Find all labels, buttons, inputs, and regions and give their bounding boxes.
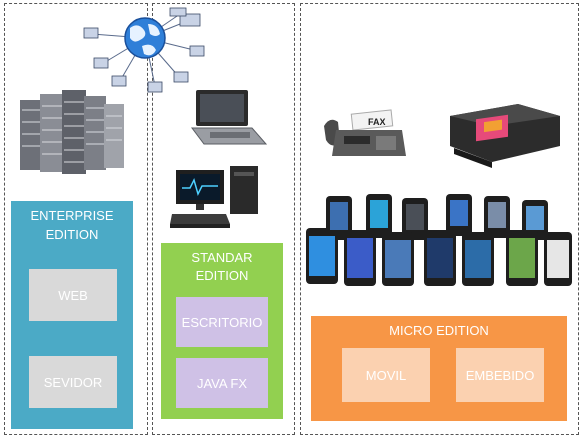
- server-rack-icon: [20, 90, 124, 174]
- standard-edition-title-line1: STANDAR: [191, 250, 253, 265]
- printer-icon: [450, 104, 560, 168]
- enterprise-edition-title-line1: ENTERPRISE: [30, 208, 114, 223]
- micro-edition-box: MICRO EDITION MOVIL EMBEBIDO: [311, 316, 567, 421]
- embebido-box: EMBEBIDO: [456, 348, 544, 402]
- network-globe-icon: [83, 7, 205, 93]
- standard-edition-title-line2: EDITION: [195, 268, 249, 283]
- standard-edition-box: STANDAR EDITION ESCRITORIO JAVA FX: [161, 243, 283, 419]
- movil-box: MOVIL: [342, 348, 430, 402]
- web-box: WEB: [29, 269, 117, 321]
- micro-edition-title: MICRO EDITION: [389, 323, 489, 338]
- javafx-box: JAVA FX: [176, 358, 268, 408]
- fax-label: FAX: [368, 117, 386, 127]
- laptop-icon: [191, 90, 268, 145]
- enterprise-frame: [4, 3, 148, 435]
- standard-frame: [152, 3, 295, 435]
- escritorio-box: ESCRITORIO: [176, 297, 268, 347]
- enterprise-edition-box: ENTERPRISE EDITION WEB SEVIDOR: [11, 201, 133, 429]
- desktop-computer-icon: [170, 166, 258, 228]
- enterprise-edition-title-line2: EDITION: [45, 227, 99, 242]
- sevidor-box: SEVIDOR: [29, 356, 117, 408]
- fax-machine-icon: FAX: [324, 109, 406, 156]
- smartphones-icon: [306, 194, 572, 286]
